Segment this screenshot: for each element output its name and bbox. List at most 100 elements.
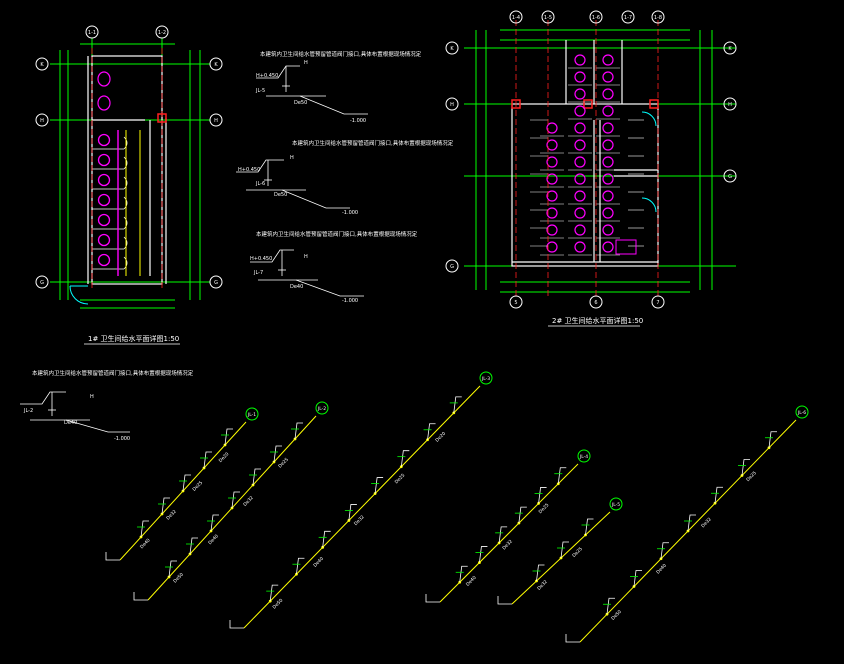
plan2-fixture-0-7 <box>574 173 586 185</box>
plan2-fixture-1-8 <box>602 190 614 202</box>
plan2-axis-right-1: H <box>723 97 737 111</box>
isometric-JL-2-dn-2: De32 <box>242 495 255 508</box>
plan2-fixture-1-10 <box>602 224 614 236</box>
isometric-JL-4-bubble <box>577 449 591 463</box>
isometric-JL-2-dn-3: De25 <box>277 457 290 470</box>
isometric-JL-1-dn-1: De32 <box>165 509 178 522</box>
plan1-axis-left-0-label: K <box>40 62 44 68</box>
isometric-JL-1-tag: JL-1 <box>247 412 256 418</box>
riser-note-2-ref: H <box>290 155 294 161</box>
plan2-axis-top-1: 1-5 <box>541 10 555 24</box>
plan2-fixture-0-5 <box>574 139 586 151</box>
isometric-JL-2-dn-1: De40 <box>207 533 220 546</box>
plan2-fixture-2-6 <box>546 224 558 236</box>
plan2-fixture-0-11 <box>574 241 586 253</box>
plan1-toilet-6 <box>97 253 111 267</box>
plan1-axis-left-2: G <box>35 275 49 289</box>
plan2-axis-top-3: 1-7 <box>621 10 635 24</box>
plan2-fixture-0-8 <box>574 190 586 202</box>
plan1-axis-left-1: H <box>35 113 49 127</box>
isometric-riser-JL-1: De40 De32 De25 De20 JL-1 <box>105 407 259 561</box>
isometric-JL-6-tag: JL-6 <box>797 410 806 416</box>
riser-note-2-elev: H+0.450 <box>238 167 260 173</box>
plan1-axis-right-0: K <box>209 57 223 71</box>
riser-note-3-tag: JL-7 <box>253 270 263 276</box>
isometric-JL-1-dn-3: De20 <box>218 451 231 464</box>
plan2-axis-bottom-1: 6 <box>589 295 603 309</box>
riser-note-1-text: 本建筑内卫生间给水管预留管道阀门接口,具体布置根据现场情况定 <box>260 50 422 58</box>
plan2-fixture-1-7 <box>602 173 614 185</box>
plan2-axis-right-2: G <box>723 169 737 183</box>
riser-note-3-base: -1.000 <box>342 298 358 304</box>
plan2-fixture-1-5 <box>602 139 614 151</box>
plan1-toilet-0 <box>97 133 111 147</box>
plan2-axis-left-2-label: G <box>450 264 454 270</box>
plan1-toilet-4 <box>97 213 111 227</box>
isometric-JL-5-tag: JL-5 <box>611 502 620 508</box>
plan1-floor-plan <box>50 38 210 309</box>
plan1-toilet-1 <box>97 153 111 167</box>
plan2-fixture-2-1 <box>546 139 558 151</box>
plan2-fixture-2-3 <box>546 173 558 185</box>
plan1-axis-left-2-label: G <box>40 280 44 286</box>
plan2-axis-bottom-0-label: 5 <box>514 300 517 306</box>
plan2-axis-bottom-2: 7 <box>651 295 665 309</box>
riser-note-1-tag: JL-5 <box>255 88 265 94</box>
riser-note-1: 本建筑内卫生间给水管预留管道阀门接口,具体布置根据现场情况定 JL-5 H+0.… <box>255 50 422 124</box>
plan2-fixture-0-10 <box>574 224 586 236</box>
riser-note-4: 本建筑内卫生间给水管预留管道阀门接口,具体布置根据现场情况定 JL-2 De40… <box>20 369 194 442</box>
riser-note-2-base: -1.000 <box>342 210 358 216</box>
plan2-fixture-2-0 <box>546 122 558 134</box>
isometric-JL-4-dn-0: De40 <box>465 575 478 588</box>
plan2-axis-right-2-label: G <box>728 174 732 180</box>
plan2-fixture-1-1 <box>602 71 614 83</box>
riser-note-3-text: 本建筑内卫生间给水管预留管道阀门接口,具体布置根据现场情况定 <box>256 230 418 238</box>
isometric-JL-6-dn-3: De25 <box>745 470 758 483</box>
riser-note-3-ref: H <box>304 254 308 260</box>
plan2-axis-bottom-1-label: 6 <box>594 300 597 306</box>
riser-note-1-ref: H <box>304 60 308 66</box>
isometric-JL-1-bubble <box>245 407 259 421</box>
plan2-axis-bottom-0: 5 <box>509 295 523 309</box>
plan2-axis-top-2: 1-6 <box>589 10 603 24</box>
isometric-JL-4-dn-1: De32 <box>501 539 514 552</box>
plan1-axis-right-2: G <box>209 275 223 289</box>
riser-note-2-dn: De50 <box>274 192 287 198</box>
plan1-title: 1# 卫生间给水平面详图1:50 <box>88 334 179 343</box>
isometric-riser-diagrams: De40De32De25De20JL-1De50De40De32De25JL-2… <box>105 371 809 643</box>
isometric-JL-2-dn-0: De50 <box>172 572 185 585</box>
isometric-JL-3-dn-0: De50 <box>272 598 285 611</box>
riser-note-1-dn: De50 <box>294 100 307 106</box>
isometric-JL-6-dn-1: De40 <box>655 563 668 576</box>
plan2-fixture-1-2 <box>602 88 614 100</box>
isometric-JL-3-dn-4: De20 <box>434 431 447 444</box>
plan2-axis-left-1: H <box>445 97 459 111</box>
plan1-axis-left-0: K <box>35 57 49 71</box>
plan2-fixture-0-9 <box>574 207 586 219</box>
plan2-axis-top-2-label: 1-6 <box>592 15 600 21</box>
plan1-toilet-5 <box>97 233 111 247</box>
riser-note-4-ref: H <box>90 394 94 400</box>
riser-note-1-elev: H+0.450 <box>256 73 278 79</box>
plan2-axis-right-0: K <box>723 41 737 55</box>
isometric-JL-4-tag: JL-4 <box>579 454 588 460</box>
plan1-axis-top-0: 1-1 <box>85 25 99 39</box>
plan2-fixture-1-3 <box>602 105 614 117</box>
plan2-fixture-0-3 <box>574 105 586 117</box>
riser-note-1-base: -1.000 <box>350 118 366 124</box>
plan1-axis-top-0-label: 1-1 <box>88 30 96 36</box>
plan1-toilet-3 <box>97 193 111 207</box>
plan2-fixture-2-5 <box>546 207 558 219</box>
plan1-axis-left-1-label: H <box>40 118 44 124</box>
plan2-axis-top-0: 1-4 <box>509 10 523 24</box>
isometric-JL-1-dn-2: De25 <box>191 480 204 493</box>
plan1-axis-top-1: 1-2 <box>155 25 169 39</box>
plan2-fixture-0-6 <box>574 156 586 168</box>
